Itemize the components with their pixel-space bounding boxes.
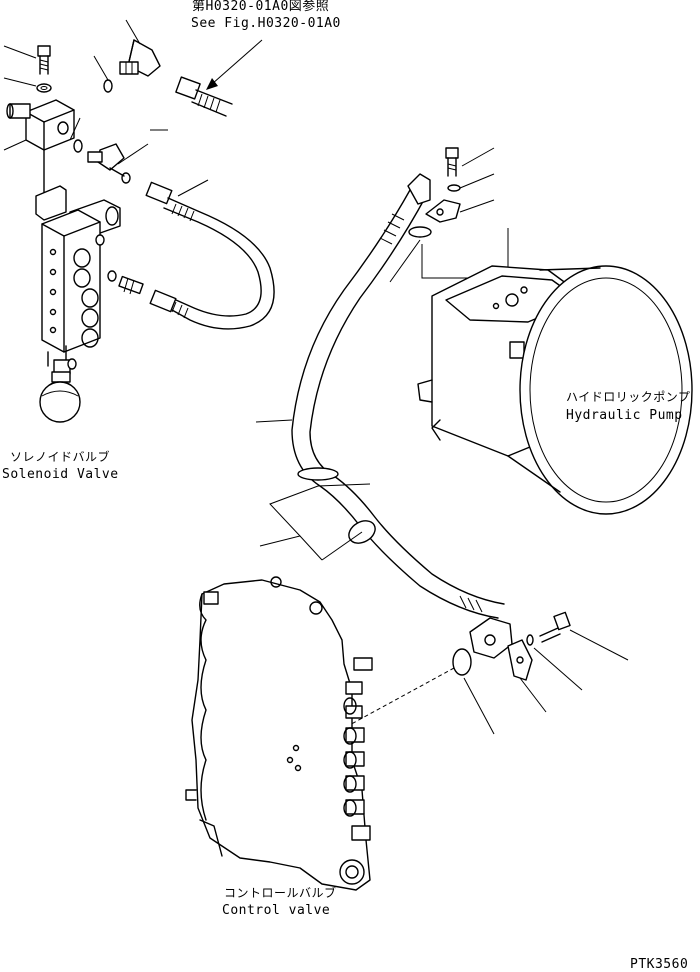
hydraulic-pump-label-jp: ハイドロリックポンプ: [566, 390, 691, 404]
straight-connector: [118, 275, 144, 295]
pump-o-ring: [408, 226, 432, 238]
solenoid-valve-body: [35, 149, 121, 423]
drawing-number: PTK3560: [630, 957, 689, 972]
control-valve-label-en: Control valve: [222, 903, 331, 918]
pump-half-flange: [425, 199, 461, 223]
solenoid-valve-label-jp: ソレノイドバルブ: [10, 450, 111, 464]
control-valve-label-jp: コントロールバルブ: [224, 886, 337, 900]
control-valve-washer: [526, 634, 534, 646]
hydraulic-pump-label-en: Hydraulic Pump: [566, 408, 683, 423]
o-ring-solenoid-port: [107, 270, 117, 282]
control-valve-o-ring: [452, 648, 472, 676]
pump-washer: [447, 184, 461, 192]
control-valve-body: [185, 576, 373, 891]
adapter-block: [6, 99, 75, 151]
solenoid-washer: [36, 83, 52, 93]
o-ring-small-1: [103, 79, 113, 93]
control-valve-half-flange: [507, 639, 533, 681]
reference-label-en: See Fig.H0320-01A0: [191, 16, 341, 31]
reference-arrow: [206, 39, 263, 90]
solenoid-bolt: [37, 45, 51, 75]
pump-bolt: [445, 147, 459, 177]
leader-lines-top-left: [3, 19, 209, 197]
control-valve-bolt: [539, 611, 571, 643]
solenoid-valve-label-en: Solenoid Valve: [2, 467, 119, 482]
hose-loop-solenoid: [145, 181, 275, 330]
hydraulic-pump-body: [417, 265, 693, 515]
leader-lines-control: [299, 629, 629, 753]
leader-lines-hose: [255, 419, 371, 561]
pressure-hose-large: [291, 173, 505, 619]
control-valve-flange: [469, 617, 513, 659]
elbow-fitting-mid: [87, 143, 131, 184]
hose-end-reference: [175, 76, 233, 117]
leader-lines-pump-top: [389, 147, 509, 283]
elbow-fitting-top: [119, 39, 161, 77]
o-ring-small-2: [73, 139, 83, 153]
reference-label-jp: 第H0320-01A0図参照: [192, 0, 330, 14]
